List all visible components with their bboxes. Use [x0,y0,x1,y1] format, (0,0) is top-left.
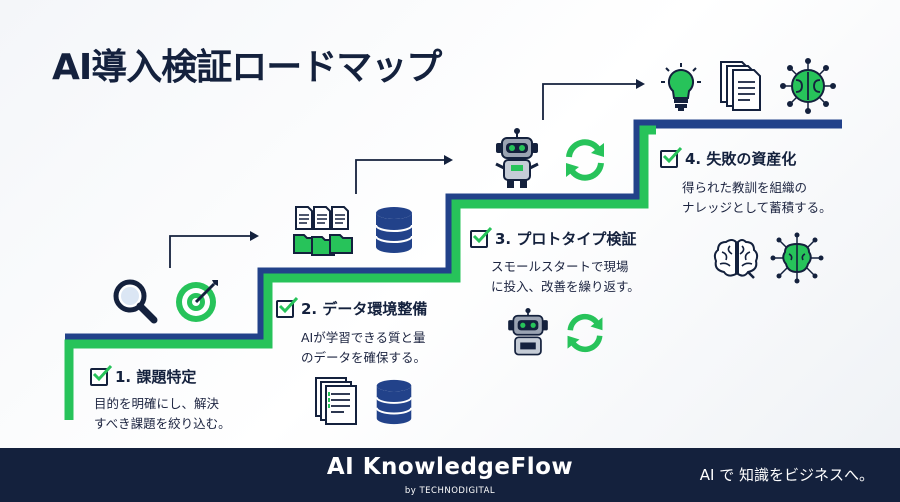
step-2-title: 2. データ環境整備 [276,296,428,319]
step-4-title: 4. 失敗の資産化 [660,146,797,169]
step-1-title-text: 1. 課題特定 [115,368,197,386]
step-2-desc: AIが学習できる質と量 のデータを確保する。 [301,328,426,368]
documents-folders-icon [293,206,353,256]
database-icon [375,379,413,425]
circuit-brain-icon [770,232,824,284]
progress-arrow-1 [169,235,250,268]
step-4-title-text: 4. 失敗の資産化 [685,150,797,168]
progress-arrow-3 [542,83,636,120]
step-1-title: 1. 課題特定 [90,364,197,387]
brand-name: AI KnowledgeFlow [326,454,574,480]
document-stack-icon [315,377,357,425]
step-4-desc: 得られた教訓を組織の ナレッジとして蓄積する。 [682,178,832,218]
step-4-desc-line-1: 得られた教訓を組織の [682,180,808,195]
brain-icon [713,239,759,279]
progress-arrow-2 [355,159,444,194]
step-1-desc-line-1: 目的を明確にし、解決 [94,396,220,411]
footer-tagline: AI で 知識をビジネスへ。 [699,466,874,484]
checkbox-icon [276,296,299,318]
step-3-desc: スモールスタートで現場 に投入、改善を繰り返す。 [491,257,640,297]
step-3-desc-line-1: スモールスタートで現場 [491,259,629,274]
magnifier-icon [113,279,158,324]
brand-subtitle: by TECHNODIGITAL [404,486,496,496]
database-icon [375,207,413,253]
step-3-desc-line-2: に投入、改善を繰り返す。 [491,279,640,294]
refresh-cycle-icon [567,313,603,353]
refresh-cycle-icon [566,139,604,181]
robot-icon [508,308,548,356]
step-2-desc-line-1: AIが学習できる質と量 [301,330,426,345]
checkbox-icon [90,364,113,386]
documents-icon [720,61,761,111]
footer-bar: AI KnowledgeFlow by TECHNODIGITAL AI で 知… [0,448,900,502]
step-3-title-text: 3. プロトタイプ検証 [495,230,637,248]
network-brain-icon [780,58,836,114]
robot-icon [495,128,539,188]
step-3-title: 3. プロトタイプ検証 [470,226,637,249]
staircase-path [64,79,842,420]
step-1-desc-line-2: すべき課題を絞り込む。 [94,416,231,431]
step-1-desc: 目的を明確にし、解決 すべき課題を絞り込む。 [94,394,231,434]
checkbox-icon [470,226,493,248]
lightbulb-icon [661,63,701,111]
step-2-title-text: 2. データ環境整備 [301,300,428,318]
step-4-desc-line-2: ナレッジとして蓄積する。 [682,200,832,215]
step-2-desc-line-2: のデータを確保する。 [301,350,427,365]
page-title: AI導入検証ロードマップ [52,47,442,88]
target-icon [176,280,218,322]
staircase-green-line [64,125,656,420]
staircase-navy-line [65,119,842,343]
checkbox-icon [660,146,683,168]
